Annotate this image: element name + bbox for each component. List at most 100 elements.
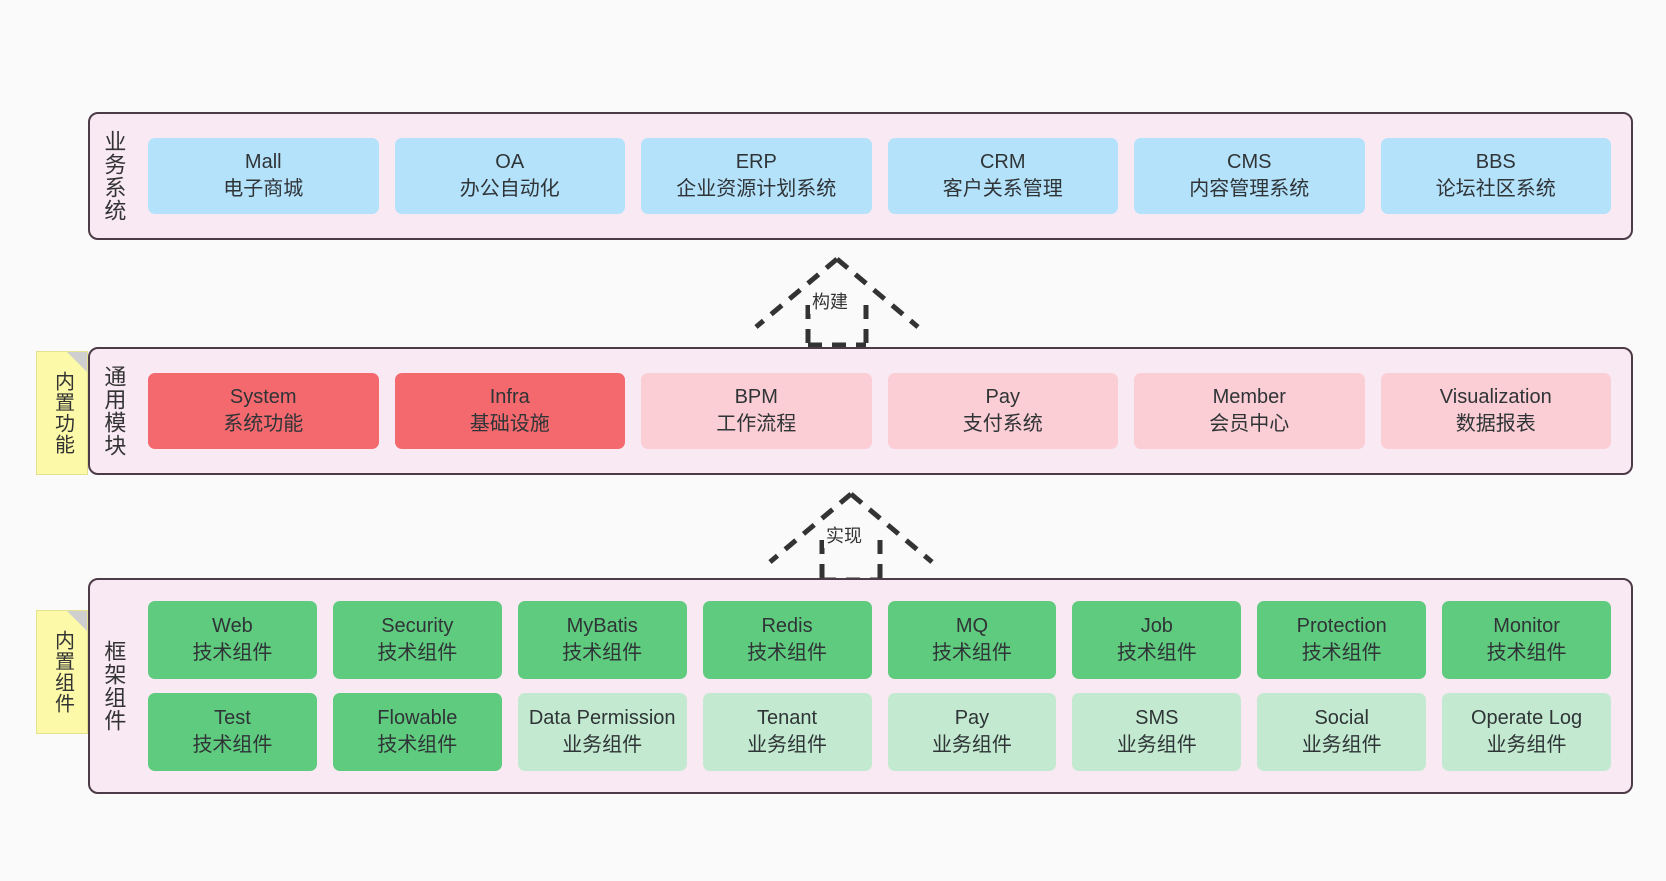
node-subtitle: 业务组件 [1486, 734, 1567, 756]
note-label: 内置功能 [51, 371, 74, 455]
node-title: Mall [244, 151, 282, 173]
note-builtin-components: 内置组件 [36, 610, 88, 734]
node-title: Social [1314, 707, 1369, 729]
node-subtitle: 工作流程 [716, 413, 797, 435]
node-visualization[interactable]: Visualization 数据报表 [1380, 373, 1611, 449]
node-oa[interactable]: OA 办公自动化 [394, 138, 625, 214]
node-subtitle: 技术组件 [1116, 642, 1197, 664]
node-crm[interactable]: CRM 客户关系管理 [887, 138, 1118, 214]
node-cell: Redis 技术组件 [695, 601, 880, 679]
node-title: Visualization [1439, 386, 1552, 408]
node-flowable[interactable]: Flowable 技术组件 [332, 693, 502, 771]
node-cell: CRM 客户关系管理 [880, 138, 1127, 214]
node-infra[interactable]: Infra 基础设施 [394, 373, 625, 449]
node-cell: Visualization 数据报表 [1373, 373, 1620, 449]
node-social[interactable]: Social 业务组件 [1257, 693, 1427, 771]
node-title: Flowable [377, 707, 458, 729]
node-cell: Job 技术组件 [1064, 601, 1249, 679]
node-web[interactable]: Web 技术组件 [148, 601, 317, 679]
node-protection[interactable]: Protection 技术组件 [1257, 601, 1427, 679]
node-data-permission[interactable]: Data Permission 业务组件 [517, 693, 687, 771]
node-system[interactable]: System 系统功能 [148, 373, 379, 449]
node-cell: MyBatis 技术组件 [510, 601, 695, 679]
node-subtitle: 业务组件 [747, 734, 828, 756]
node-erp[interactable]: ERP 企业资源计划系统 [641, 138, 872, 214]
node-mall[interactable]: Mall 电子商城 [148, 138, 379, 214]
layer-business-systems: 业务系统 Mall 电子商城 OA 办公自动化 ERP 企业资源计划系统 [88, 112, 1633, 240]
connector-build-label: 构建 [810, 288, 850, 314]
node-job[interactable]: Job 技术组件 [1072, 601, 1242, 679]
node-title: CRM [979, 151, 1026, 173]
node-title: ERP [735, 151, 777, 173]
node-mybatis[interactable]: MyBatis 技术组件 [517, 601, 687, 679]
node-title: SMS [1135, 707, 1179, 729]
node-cell: BPM 工作流程 [633, 373, 880, 449]
node-subtitle: 基础设施 [469, 413, 550, 435]
node-cell: Web 技术组件 [140, 601, 325, 679]
node-cms[interactable]: CMS 内容管理系统 [1134, 138, 1365, 214]
node-cell: Social 业务组件 [1249, 693, 1434, 771]
node-cell: ERP 企业资源计划系统 [633, 138, 880, 214]
note-label: 内置组件 [51, 630, 74, 714]
node-cell: CMS 内容管理系统 [1126, 138, 1373, 214]
node-subtitle: 技术组件 [931, 642, 1012, 664]
node-cell: Monitor 技术组件 [1434, 601, 1619, 679]
node-title: OA [495, 151, 525, 173]
node-title: Pay [954, 707, 990, 729]
node-pay-module[interactable]: Pay 支付系统 [887, 373, 1118, 449]
node-operate-log[interactable]: Operate Log 业务组件 [1442, 693, 1611, 771]
node-member[interactable]: Member 会员中心 [1134, 373, 1365, 449]
node-cell: OA 办公自动化 [387, 138, 634, 214]
node-test[interactable]: Test 技术组件 [148, 693, 317, 771]
component-row-business: Test 技术组件 Flowable 技术组件 Data Permission … [140, 693, 1619, 771]
node-bpm[interactable]: BPM 工作流程 [641, 373, 872, 449]
node-title: Infra [489, 386, 530, 408]
layer-framework-components: 框架组件 Web 技术组件 Security 技术组件 [88, 578, 1633, 794]
node-subtitle: 技术组件 [1486, 642, 1567, 664]
node-bbs[interactable]: BBS 论坛社区系统 [1380, 138, 1611, 214]
node-title: Member [1212, 386, 1286, 408]
node-subtitle: 业务组件 [1301, 734, 1382, 756]
node-title: MQ [955, 615, 989, 637]
node-cell: Security 技术组件 [325, 601, 510, 679]
node-subtitle: 数据报表 [1455, 413, 1536, 435]
node-subtitle: 技术组件 [562, 642, 643, 664]
node-cell: Tenant 业务组件 [695, 693, 880, 771]
node-title: Web [212, 615, 253, 637]
component-row-technical: Web 技术组件 Security 技术组件 MyBatis 技术组件 [140, 601, 1619, 679]
node-cell: Mall 电子商城 [140, 138, 387, 214]
node-subtitle: 办公自动化 [459, 178, 560, 200]
node-cell: Test 技术组件 [140, 693, 325, 771]
connector-realize-label: 实现 [824, 522, 864, 548]
node-cell: SMS 业务组件 [1064, 693, 1249, 771]
node-subtitle: 企业资源计划系统 [676, 178, 837, 200]
node-cell: Member 会员中心 [1126, 373, 1373, 449]
node-security[interactable]: Security 技术组件 [332, 601, 502, 679]
node-tenant[interactable]: Tenant 业务组件 [702, 693, 872, 771]
node-cell: Pay 业务组件 [880, 693, 1065, 771]
node-title: System [229, 386, 297, 408]
node-subtitle: 内容管理系统 [1189, 178, 1310, 200]
node-subtitle: 客户关系管理 [942, 178, 1063, 200]
node-subtitle: 业务组件 [1116, 734, 1197, 756]
node-pay-component[interactable]: Pay 业务组件 [887, 693, 1057, 771]
node-subtitle: 会员中心 [1209, 413, 1290, 435]
node-subtitle: 技术组件 [1301, 642, 1382, 664]
node-cell: Data Permission 业务组件 [510, 693, 695, 771]
layer-body-common-modules: System 系统功能 Infra 基础设施 BPM 工作流程 Pay [136, 349, 1631, 473]
node-subtitle: 技术组件 [192, 642, 273, 664]
node-mq[interactable]: MQ 技术组件 [887, 601, 1057, 679]
node-subtitle: 技术组件 [377, 642, 458, 664]
node-sms[interactable]: SMS 业务组件 [1072, 693, 1242, 771]
node-cell: System 系统功能 [140, 373, 387, 449]
node-monitor[interactable]: Monitor 技术组件 [1442, 601, 1611, 679]
connector-build-arrow [754, 257, 920, 347]
node-redis[interactable]: Redis 技术组件 [702, 601, 872, 679]
node-subtitle: 技术组件 [192, 734, 273, 756]
node-title: Data Permission [528, 707, 676, 729]
node-subtitle: 业务组件 [931, 734, 1012, 756]
layer-body-business-systems: Mall 电子商城 OA 办公自动化 ERP 企业资源计划系统 CRM [136, 114, 1631, 238]
node-title: Protection [1296, 615, 1387, 637]
node-cell: Pay 支付系统 [880, 373, 1127, 449]
